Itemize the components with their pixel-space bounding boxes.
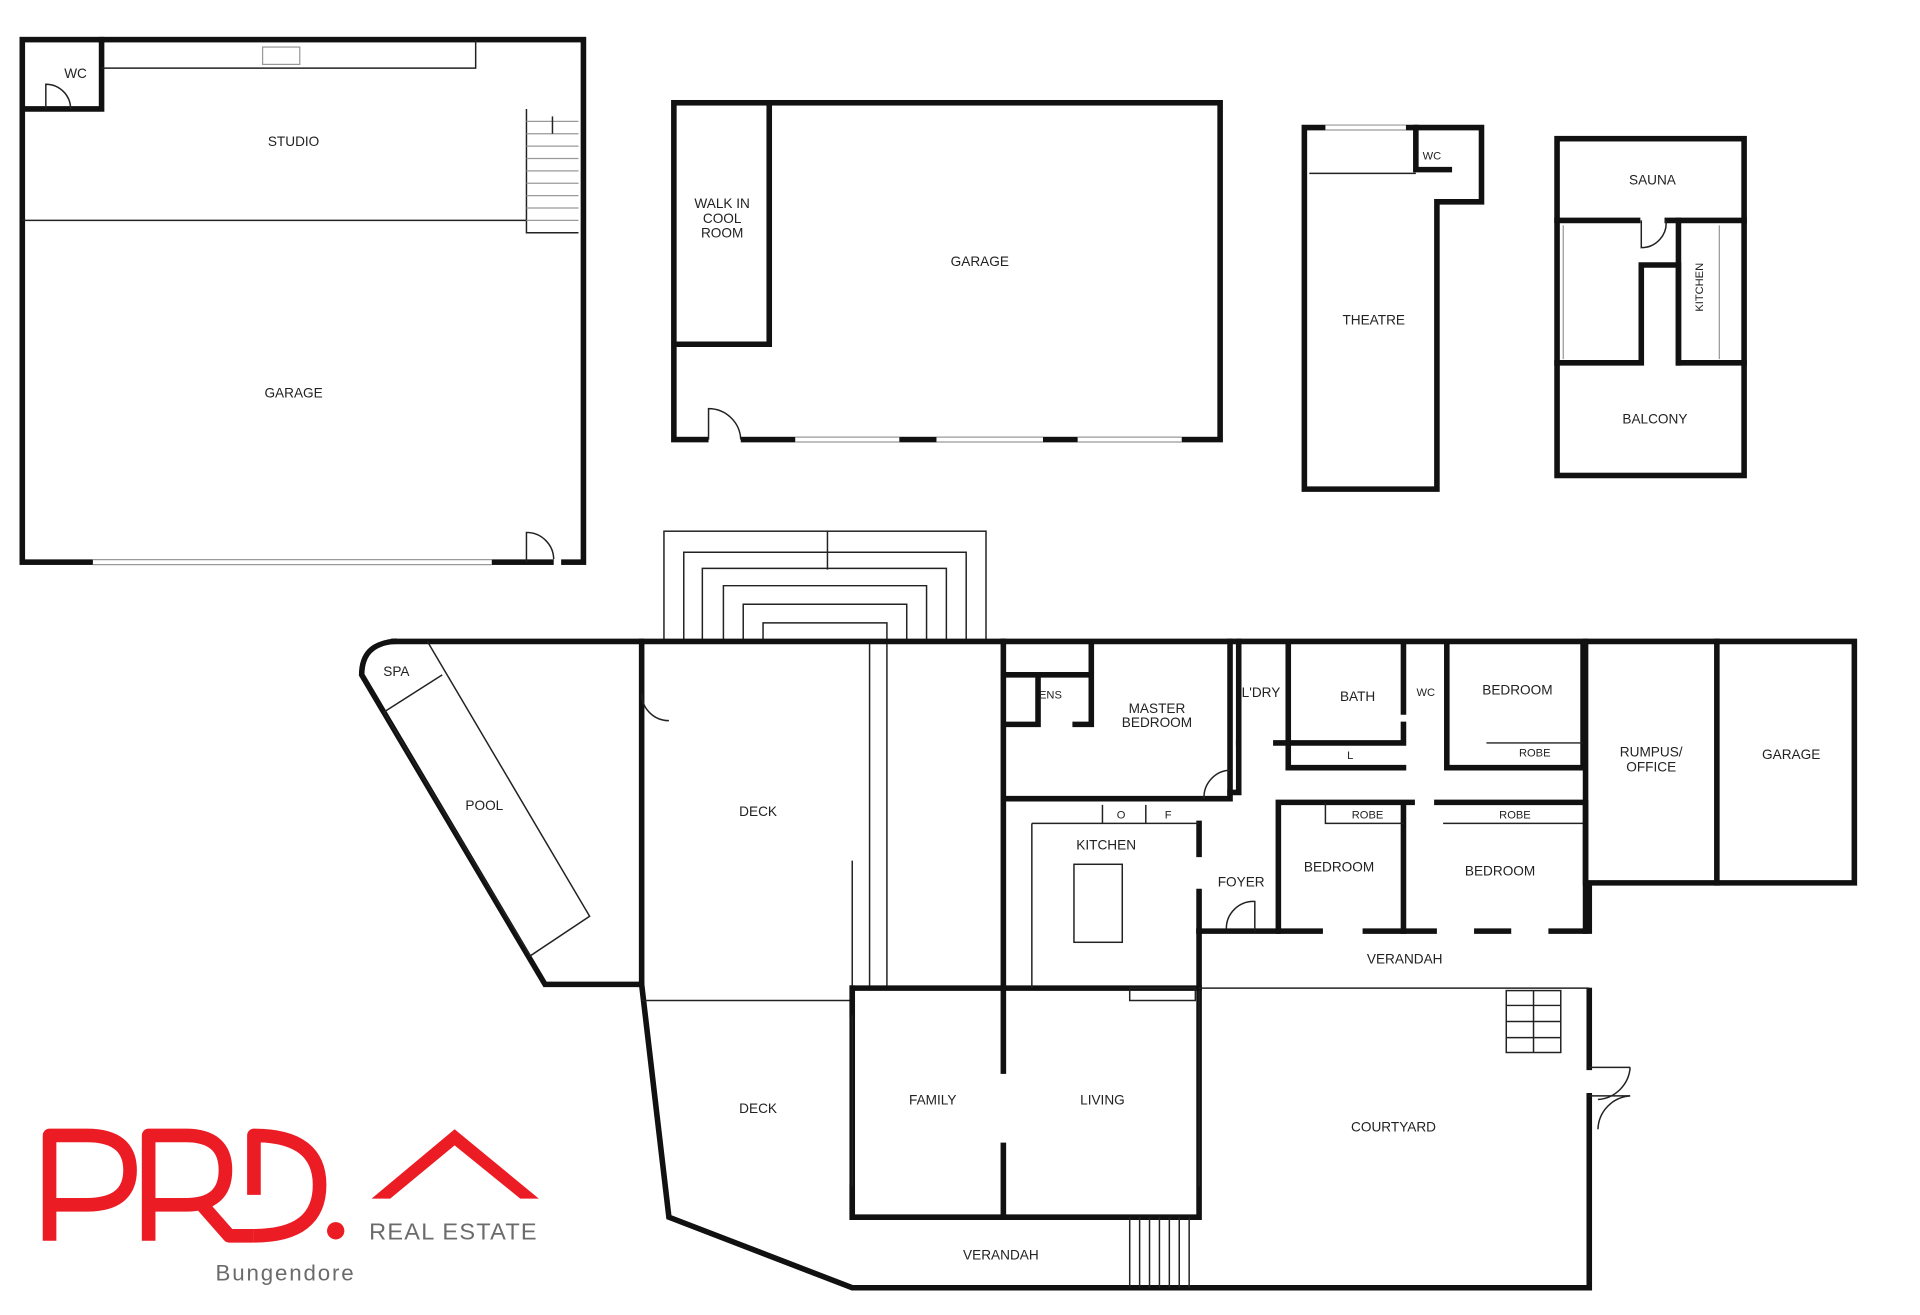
sauna-building [1554, 135, 1747, 479]
label-bedroom: BEDROOM [1482, 683, 1552, 698]
label-wc: WC [1416, 687, 1435, 699]
label-kitchen: KITCHEN [1694, 263, 1706, 312]
label-oven: O [1117, 809, 1126, 821]
label-bedroom: BEDROOM [1304, 860, 1374, 875]
prd-logo: REAL ESTATE Bungendore [42, 1128, 539, 1285]
label-room: ROOM [701, 226, 743, 241]
pool-steps [663, 530, 987, 643]
label-courtyard: COURTYARD [1351, 1120, 1436, 1135]
label-robe: ROBE [1519, 748, 1551, 760]
label-rumpus: RUMPUS/ [1620, 745, 1683, 760]
label-robe: ROBE [1499, 809, 1531, 821]
label-wc: WC [64, 66, 87, 81]
studio-garage-building [19, 36, 587, 566]
label-deck: DECK [739, 1101, 777, 1116]
label-robe: ROBE [1352, 809, 1384, 821]
label-kitchen: KITCHEN [1076, 837, 1136, 852]
label-fridge: F [1165, 809, 1172, 821]
label-walk-in: WALK IN [694, 196, 749, 211]
roof-icon [371, 1129, 539, 1199]
label-verandah: VERANDAH [1367, 951, 1443, 966]
label-office: OFFICE [1626, 759, 1676, 774]
theatre-building [1301, 124, 1485, 492]
main-house [358, 530, 1858, 1291]
logo-office: Bungendore [216, 1260, 356, 1285]
label-garage: GARAGE [951, 254, 1009, 269]
label-spa: SPA [383, 664, 410, 679]
label-family: FAMILY [909, 1093, 956, 1108]
label-ens: ENS [1039, 689, 1062, 701]
label-master-bedroom: BEDROOM [1122, 715, 1192, 730]
label-foyer: FOYER [1218, 875, 1265, 890]
label-studio: STUDIO [268, 134, 319, 149]
label-theatre: THEATRE [1342, 312, 1405, 327]
label-bedroom: BEDROOM [1465, 863, 1535, 878]
logo-tagline: REAL ESTATE [369, 1218, 538, 1244]
label-verandah: VERANDAH [963, 1247, 1039, 1262]
label-laundry: L'DRY [1242, 685, 1281, 700]
label-balcony: BALCONY [1622, 411, 1687, 426]
room-labels: WC STUDIO GARAGE WALK IN COOL ROOM GARAG… [64, 66, 1820, 1262]
label-wc: WC [1423, 151, 1442, 163]
label-bath: BATH [1340, 689, 1375, 704]
label-master: MASTER [1129, 701, 1186, 716]
label-cool: COOL [703, 211, 742, 226]
label-deck: DECK [739, 804, 777, 819]
logo-wordmark [42, 1128, 327, 1243]
label-pool: POOL [465, 798, 503, 813]
label-garage: GARAGE [1762, 747, 1820, 762]
label-l: L [1347, 750, 1353, 762]
garage-building [671, 99, 1223, 443]
label-garage: GARAGE [264, 385, 322, 400]
label-living: LIVING [1080, 1093, 1125, 1108]
logo-dot [327, 1222, 345, 1240]
label-sauna: SAUNA [1629, 172, 1677, 187]
